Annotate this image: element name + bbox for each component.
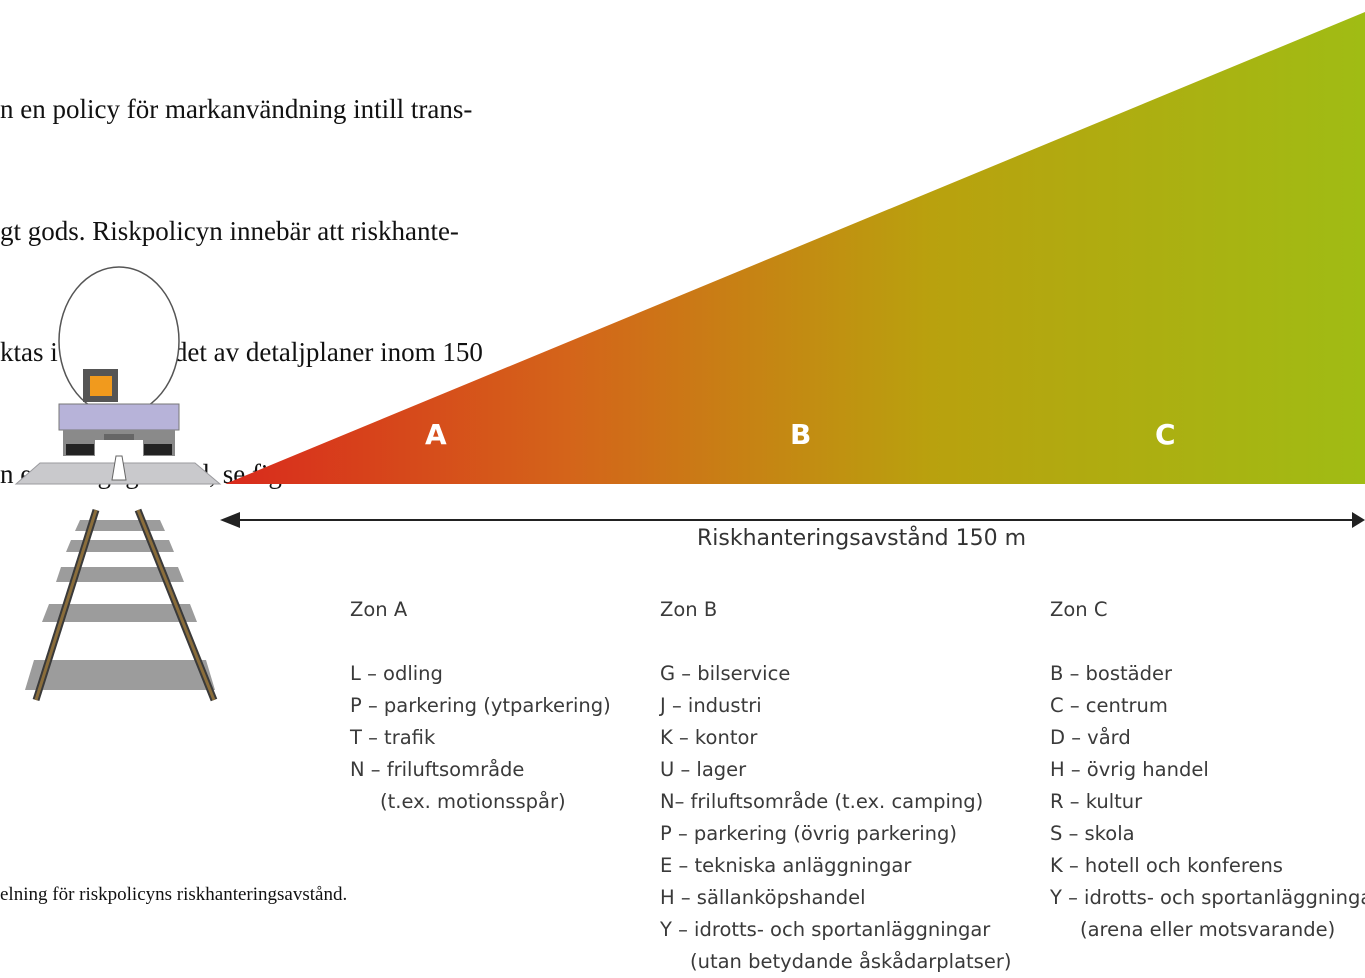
list-item: H – övrig handel bbox=[1050, 758, 1209, 781]
intro-line: n en policy för markanvändning intill tr… bbox=[0, 94, 473, 124]
zone-a-list: Zon A L – odling P – parkering (ytparker… bbox=[350, 594, 611, 818]
list-item: D – vård bbox=[1050, 726, 1131, 749]
zone-a-title: Zon A bbox=[350, 598, 408, 621]
distance-arrow bbox=[220, 512, 1365, 528]
list-item: J – industri bbox=[660, 694, 762, 717]
risk-zone-wedge bbox=[225, 12, 1365, 484]
distance-label: Riskhanteringsavstånd 150 m bbox=[697, 526, 1027, 551]
list-item: H – sällanköpshandel bbox=[660, 886, 866, 909]
list-item: T – trafik bbox=[350, 726, 436, 749]
list-item-note: (arena eller motsvarande) bbox=[1080, 918, 1336, 941]
list-item: Y – idrotts- och sportanläggningar bbox=[1050, 886, 1365, 909]
list-item: B – bostäder bbox=[1050, 662, 1172, 685]
railway-track-icon bbox=[25, 508, 218, 702]
list-item: Y – idrotts- och sportanläggningar bbox=[660, 918, 991, 941]
list-item: K – hotell och konferens bbox=[1050, 854, 1283, 877]
list-item-note: (utan betydande åskådarplatser) bbox=[690, 950, 1012, 973]
intro-line: gt gods. Riskpolicyn innebär att riskhan… bbox=[0, 215, 459, 246]
figure-caption: elning för riskpolicyns riskhanteringsav… bbox=[0, 884, 348, 905]
list-item: K – kontor bbox=[660, 726, 758, 749]
list-item: N– friluftsområde (t.ex. camping) bbox=[660, 790, 984, 813]
zone-b-list: Zon B G – bilservice J – industri K – ko… bbox=[660, 594, 1011, 978]
zone-a-label: A bbox=[425, 418, 447, 451]
zone-c-label: C bbox=[1155, 418, 1176, 451]
list-item: N – friluftsområde bbox=[350, 758, 525, 781]
list-item: P – parkering (ytparkering) bbox=[350, 694, 611, 717]
zone-c-list: Zon C B – bostäder C – centrum D – vård … bbox=[1050, 594, 1365, 946]
list-item: S – skola bbox=[1050, 822, 1135, 845]
list-item: G – bilservice bbox=[660, 662, 791, 685]
list-item: U – lager bbox=[660, 758, 747, 781]
list-item: C – centrum bbox=[1050, 694, 1168, 717]
list-item-note: (t.ex. motionsspår) bbox=[380, 790, 566, 813]
list-item: P – parkering (övrig parkering) bbox=[660, 822, 958, 845]
list-item: R – kultur bbox=[1050, 790, 1143, 813]
zone-b-label: B bbox=[790, 418, 812, 451]
zone-b-title: Zon B bbox=[660, 598, 718, 621]
list-item: E – tekniska anläggningar bbox=[660, 854, 912, 877]
zone-c-title: Zon C bbox=[1050, 598, 1108, 621]
tank-wagon-icon bbox=[14, 266, 222, 485]
list-item: L – odling bbox=[350, 662, 443, 685]
